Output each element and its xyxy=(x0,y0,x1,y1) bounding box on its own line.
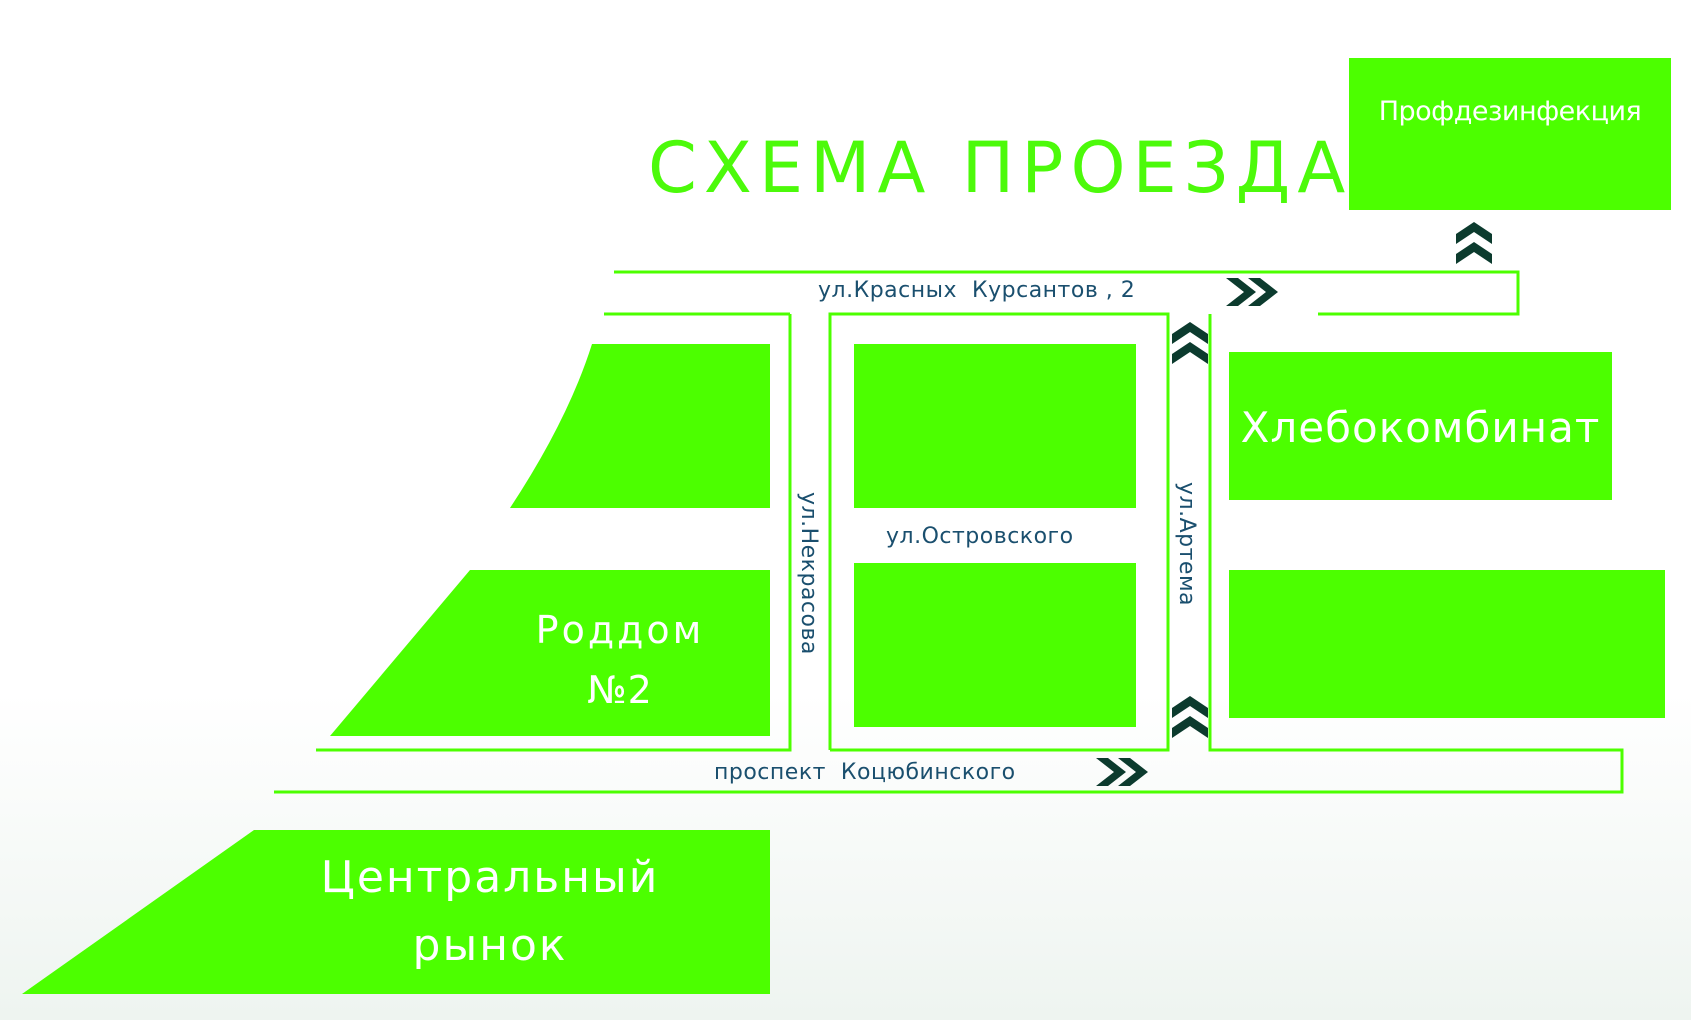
label-roddom-line1: Роддом xyxy=(535,608,705,652)
block-roddom xyxy=(330,570,770,736)
arrow-up-icon xyxy=(1456,222,1492,264)
street-ostrovskogo: ул.Островского xyxy=(886,524,1074,549)
road-artema-right-edge xyxy=(274,314,1624,794)
label-market-line1: Центральный xyxy=(320,852,660,903)
map-title: СХЕМА ПРОЕЗДА xyxy=(648,127,1353,209)
arrow-right-icon xyxy=(1096,758,1148,786)
block-center-lower xyxy=(854,563,1136,727)
road-top-upper-edge xyxy=(614,270,1520,316)
label-profdezinfektsiya: Профдезинфекция xyxy=(1378,96,1642,127)
street-nekrasova: ул.Некрасова xyxy=(796,492,821,655)
label-roddom-line2: №2 xyxy=(587,668,653,712)
block-profdezinfektsiya xyxy=(1349,58,1671,210)
block-center-upper xyxy=(854,344,1136,508)
road-nekrasova-left-edge xyxy=(316,314,792,752)
street-kotsyubinskogo: проспект Коцюбинского xyxy=(714,760,1016,785)
block-khlebokombinat xyxy=(1229,352,1612,500)
arrow-up-icon xyxy=(1172,696,1208,738)
label-market-line2: рынок xyxy=(412,920,568,971)
arrow-up-icon xyxy=(1172,322,1208,364)
block-central-market xyxy=(22,830,770,994)
road-block-center-outline xyxy=(828,312,1170,752)
label-khlebokombinat: Хлебокомбинат xyxy=(1240,403,1601,452)
block-right-lower xyxy=(1229,570,1665,718)
arrow-right-icon xyxy=(1226,278,1278,306)
street-artema: ул.Артема xyxy=(1174,482,1199,607)
block-left-upper xyxy=(510,344,770,508)
street-krasnykh-kursantov: ул.Красных Курсантов , 2 xyxy=(818,278,1136,303)
